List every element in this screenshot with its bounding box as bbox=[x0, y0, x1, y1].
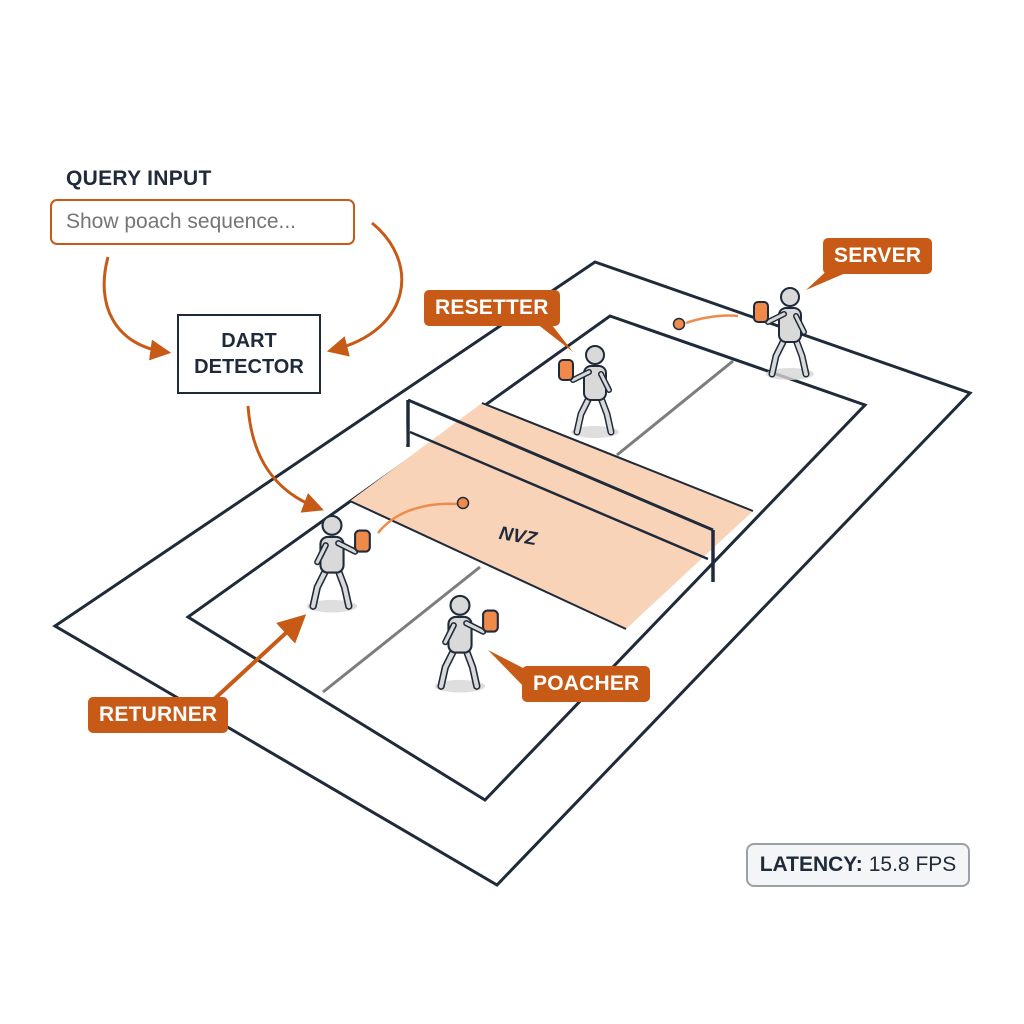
tag-resetter: RESETTER bbox=[424, 290, 560, 326]
nvz-line-far bbox=[481, 402, 754, 512]
player-figure-icon bbox=[753, 287, 814, 380]
pointer-returner bbox=[208, 614, 307, 705]
center-line-far bbox=[616, 359, 734, 457]
pointer-poacher bbox=[488, 650, 527, 690]
dart-detector-line2: DETECTOR bbox=[194, 356, 304, 378]
player-figure-icon bbox=[306, 514, 371, 613]
pointer-resetter bbox=[532, 320, 573, 352]
latency-label: LATENCY: bbox=[759, 853, 863, 876]
latency-badge: LATENCY: 15.8 FPS bbox=[746, 843, 970, 887]
net bbox=[404, 398, 715, 582]
paddle-icon bbox=[482, 609, 499, 633]
tag-poacher: POACHER bbox=[522, 666, 651, 702]
paddle-icon bbox=[354, 529, 371, 553]
ball-icon bbox=[456, 496, 470, 510]
dart-detector-line1: DART bbox=[221, 330, 277, 352]
player-figure-icon bbox=[434, 594, 499, 693]
tag-server: SERVER bbox=[823, 238, 933, 274]
query-input-title: QUERY INPUT bbox=[66, 167, 212, 190]
tag-returner: RETURNER bbox=[88, 697, 229, 733]
flow-arrow-query-to-detector-left bbox=[102, 256, 172, 361]
flow-arrow-query-to-detector-right bbox=[326, 221, 404, 357]
nvz-line-near bbox=[349, 500, 627, 630]
nvz-zone bbox=[350, 403, 753, 629]
latency-value: 15.8 FPS bbox=[868, 853, 957, 876]
flow-arrow-detector-to-returner bbox=[246, 405, 324, 513]
dart-detector-box: DART DETECTOR bbox=[177, 314, 321, 394]
center-line-near bbox=[322, 565, 481, 694]
ball-trail-server bbox=[685, 314, 739, 325]
paddle-icon bbox=[753, 301, 769, 323]
ball-icon bbox=[672, 317, 686, 331]
query-input[interactable] bbox=[50, 199, 355, 245]
ball-trail-returner bbox=[377, 502, 459, 534]
players bbox=[306, 287, 814, 693]
player-figure-icon bbox=[558, 345, 619, 438]
paddle-icon bbox=[558, 359, 574, 381]
